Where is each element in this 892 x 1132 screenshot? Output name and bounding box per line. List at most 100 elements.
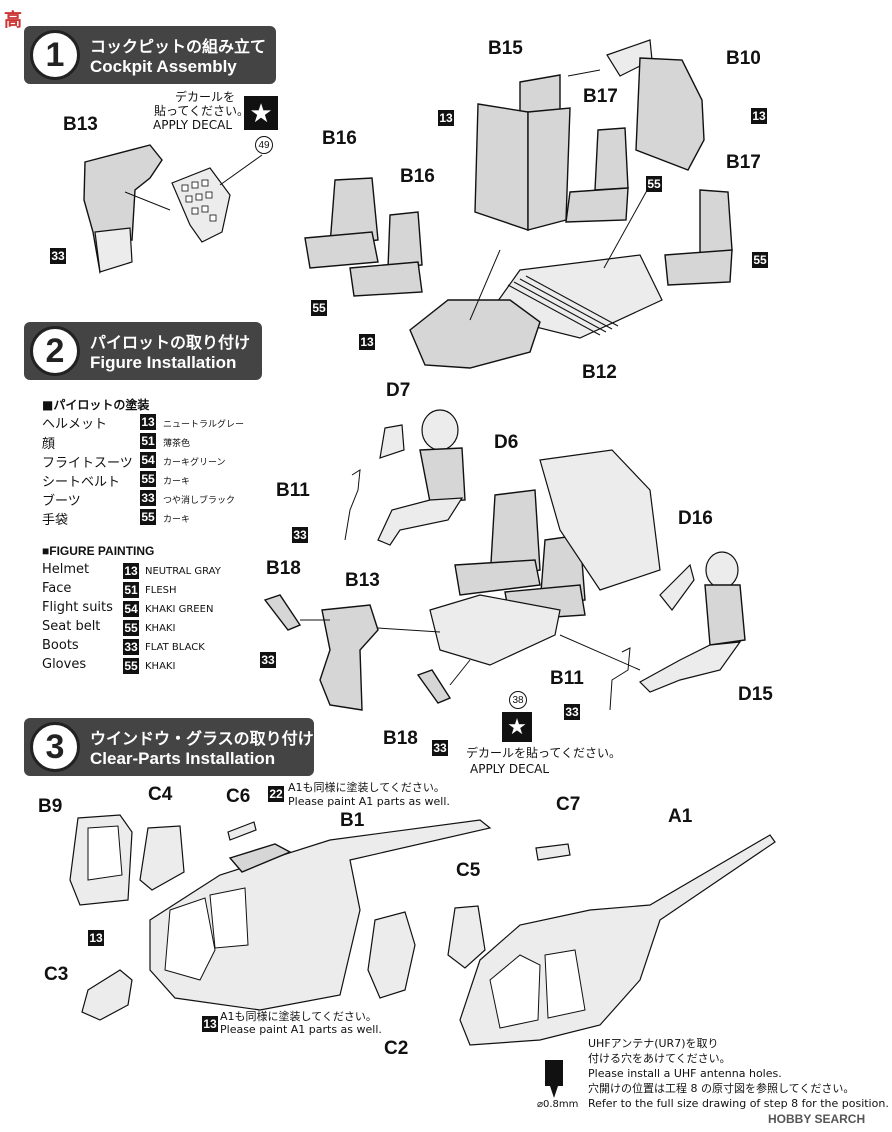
paint-code: 33 bbox=[432, 740, 448, 756]
step-number: 2 bbox=[30, 326, 80, 376]
part-b18: B18 bbox=[383, 728, 418, 749]
note-a1-en: Please paint A1 parts as well. bbox=[288, 795, 450, 808]
step-1-header: 1 コックピットの組み立て Cockpit Assembly bbox=[24, 26, 276, 84]
step-2-header: 2 パイロットの取り付け Figure Installation bbox=[24, 322, 262, 380]
paint-row-jp: シートベルト bbox=[42, 475, 121, 490]
decal-number: 49 bbox=[255, 136, 273, 154]
note-a1-jp: A1も同様に塗装してください。 bbox=[288, 781, 445, 794]
uhf-note: UHFアンテナ(UR7)を取り bbox=[588, 1037, 719, 1050]
part-d16: D16 bbox=[678, 508, 713, 529]
paint-code: 33 bbox=[564, 704, 580, 720]
paint-color-en: FLESH bbox=[145, 585, 177, 596]
paint-code: 55 bbox=[140, 509, 156, 525]
paint-code: 13 bbox=[123, 563, 139, 579]
decal-note-jp: デカールを貼ってください。 bbox=[466, 746, 622, 760]
drill-size: ⌀0.8mm bbox=[537, 1099, 579, 1110]
part-c2: C2 bbox=[384, 1038, 409, 1059]
step-title-en: Cockpit Assembly bbox=[90, 57, 237, 76]
paint-code: 22 bbox=[268, 786, 284, 802]
part-c6: C6 bbox=[226, 786, 251, 807]
uhf-note: 付ける穴をあけてください。 bbox=[588, 1052, 731, 1065]
part-b17: B17 bbox=[583, 86, 618, 107]
step-2-illustration bbox=[263, 409, 746, 711]
paint-code: 33 bbox=[292, 527, 308, 543]
paint-code: 13 bbox=[202, 1016, 218, 1032]
figure-painting-header-en: ■FIGURE PAINTING bbox=[42, 544, 155, 558]
part-b13: B13 bbox=[345, 570, 380, 591]
step-3-header: 3 ウインドウ・グラスの取り付け Clear-Parts Installatio… bbox=[24, 718, 314, 776]
paint-code: 13 bbox=[140, 414, 156, 430]
part-b9: B9 bbox=[38, 796, 63, 817]
paint-code: 33 bbox=[260, 652, 276, 668]
watermark-text: HOBBY SEARCH bbox=[768, 1112, 866, 1126]
paint-color-jp: カーキ bbox=[163, 515, 191, 525]
figure-painting-header-jp: ■パイロットの塗装 bbox=[42, 398, 150, 412]
paint-color-jp: カーキ bbox=[163, 477, 191, 487]
note-a1-en: Please paint A1 parts as well. bbox=[220, 1023, 382, 1036]
part-b17: B17 bbox=[726, 152, 761, 173]
part-b11: B11 bbox=[276, 480, 310, 501]
uhf-note: 穴開けの位置は工程 8 の原寸図を参照してください。 bbox=[588, 1082, 855, 1095]
paint-code: 55 bbox=[646, 176, 662, 192]
part-b12: B12 bbox=[582, 362, 617, 383]
paint-row-en: Gloves bbox=[42, 657, 87, 672]
paint-color-jp: カーキグリーン bbox=[163, 458, 226, 468]
paint-code: 55 bbox=[752, 252, 768, 268]
paint-code: 13 bbox=[438, 110, 454, 126]
paint-code: 55 bbox=[140, 471, 156, 487]
uhf-note: Please install a UHF antenna holes. bbox=[588, 1067, 782, 1080]
paint-color-jp: 薄茶色 bbox=[163, 439, 191, 449]
paint-code: 51 bbox=[140, 433, 156, 449]
paint-code: 55 bbox=[123, 658, 139, 674]
paint-code: 33 bbox=[123, 639, 139, 655]
part-a1: A1 bbox=[668, 806, 693, 827]
paint-row-jp: フライトスーツ bbox=[42, 456, 133, 471]
paint-row-en: Helmet bbox=[42, 562, 90, 577]
part-c5: C5 bbox=[456, 860, 481, 881]
step-number: 3 bbox=[30, 722, 80, 772]
paint-row-en: Face bbox=[42, 581, 72, 596]
paint-code: 13 bbox=[88, 930, 104, 946]
decal-star-icon: ★ bbox=[502, 712, 532, 742]
part-b11: B11 bbox=[550, 668, 584, 689]
paint-row-jp: 顔 bbox=[42, 437, 56, 452]
paint-code: 33 bbox=[140, 490, 156, 506]
part-c3: C3 bbox=[44, 964, 69, 985]
decal-number: 38 bbox=[509, 691, 527, 709]
part-d7: D7 bbox=[386, 380, 411, 401]
paint-row-en: Flight suits bbox=[42, 600, 113, 615]
decal-star-icon: ★ bbox=[244, 96, 278, 130]
part-b10: B10 bbox=[726, 48, 761, 69]
paint-row-jp: ヘルメット bbox=[42, 417, 108, 432]
step-1-illustration bbox=[83, 39, 733, 369]
paint-row-jp: ブーツ bbox=[42, 494, 81, 509]
step-title-en: Clear-Parts Installation bbox=[90, 749, 276, 768]
paint-code: 33 bbox=[50, 248, 66, 264]
part-c4: C4 bbox=[148, 784, 173, 805]
paint-row-en: Seat belt bbox=[42, 619, 101, 634]
paint-color-en: FLAT BLACK bbox=[145, 642, 205, 653]
paint-color-en: NEUTRAL GRAY bbox=[145, 566, 221, 577]
decal-note-en: APPLY DECAL bbox=[153, 118, 233, 132]
step-title-jp: ウインドウ・グラスの取り付け bbox=[90, 729, 314, 748]
paint-code: 51 bbox=[123, 582, 139, 598]
part-b18: B18 bbox=[266, 558, 301, 579]
paint-row-en: Boots bbox=[42, 638, 79, 653]
paint-color-en: KHAKI bbox=[145, 623, 176, 634]
paint-code: 54 bbox=[140, 452, 156, 468]
paint-code: 13 bbox=[751, 108, 767, 124]
step-3-illustration bbox=[69, 814, 776, 1098]
part-b1: B1 bbox=[340, 810, 365, 831]
paint-code: 54 bbox=[123, 601, 139, 617]
step-title-jp: パイロットの取り付け bbox=[90, 333, 251, 352]
paint-color-jp: つや消しブラック bbox=[163, 496, 236, 506]
decal-note-jp: デカールを bbox=[175, 90, 236, 104]
paint-color-en: KHAKI GREEN bbox=[145, 604, 214, 615]
note-a1-jp: A1も同様に塗装してください。 bbox=[220, 1010, 377, 1023]
part-b13: B13 bbox=[63, 114, 98, 135]
watermark-logo: 高 bbox=[4, 10, 22, 30]
step-title-jp: コックピットの組み立て bbox=[90, 37, 267, 56]
part-d15: D15 bbox=[738, 684, 773, 705]
paint-code: 55 bbox=[123, 620, 139, 636]
paint-row-jp: 手袋 bbox=[42, 513, 69, 528]
